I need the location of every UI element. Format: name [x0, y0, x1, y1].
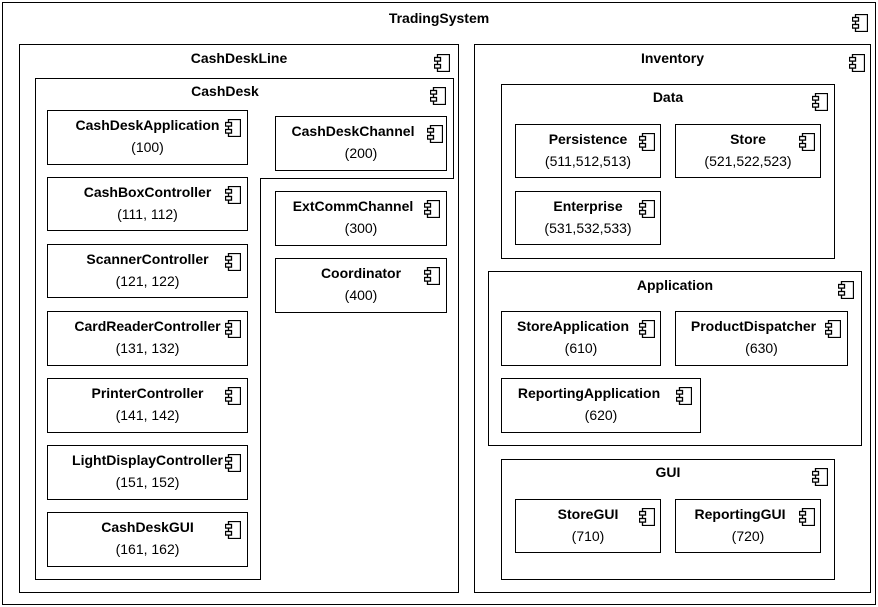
component-id: (100) — [131, 139, 164, 155]
component-icon — [849, 54, 865, 72]
data-title: Data — [652, 89, 684, 105]
component-name: ScannerController — [86, 251, 209, 267]
component-icon — [799, 133, 815, 151]
component-icon — [424, 267, 440, 285]
component-id: (630) — [745, 340, 778, 356]
component-store: Store (521,522,523) — [675, 124, 821, 178]
application-container: Application — [488, 271, 862, 446]
component-name: ReportingApplication — [517, 385, 661, 401]
component-id: (141, 142) — [115, 407, 180, 423]
component-name: Store — [730, 131, 766, 147]
component-name: CashDeskApplication — [75, 117, 220, 133]
component-enterprise: Enterprise (531,532,533) — [515, 191, 661, 245]
component-cardreadercontroller: CardReaderController (131, 132) — [47, 311, 248, 366]
component-id: (200) — [344, 145, 378, 161]
gui-title: GUI — [655, 464, 681, 480]
component-name: Coordinator — [320, 265, 402, 281]
component-printercontroller: PrinterController (141, 142) — [47, 378, 248, 433]
component-id: (131, 132) — [115, 340, 180, 356]
component-cashdeskchannel: CashDeskChannel (200) — [275, 116, 447, 171]
cashdeskline-title: CashDeskLine — [190, 50, 288, 66]
component-id: (511,512,513) — [544, 153, 632, 169]
component-icon — [225, 320, 241, 338]
component-id: (521,522,523) — [704, 153, 792, 169]
component-cashdeskapplication: CashDeskApplication (100) — [47, 110, 248, 165]
component-name: Persistence — [548, 131, 628, 147]
component-id: (111, 112) — [117, 206, 178, 222]
component-extcommchannel: ExtCommChannel (300) — [275, 191, 447, 246]
component-icon — [812, 93, 828, 111]
component-storegui: StoreGUI (710) — [515, 499, 661, 553]
component-name: StoreApplication — [516, 318, 629, 334]
component-icon — [676, 387, 692, 405]
component-id: (300) — [344, 220, 378, 236]
component-icon — [225, 186, 241, 204]
trading-system-title: TradingSystem — [388, 10, 490, 26]
component-name: CashDeskChannel — [291, 123, 415, 139]
component-icon — [799, 508, 815, 526]
component-id: (720) — [731, 528, 765, 544]
component-icon — [639, 320, 655, 338]
component-id: (620) — [584, 407, 618, 423]
inventory-title: Inventory — [640, 50, 704, 66]
component-lightdisplaycontroller: LightDisplayController (151, 152) — [47, 445, 248, 500]
component-icon — [225, 387, 241, 405]
component-id: (400) — [344, 287, 378, 303]
component-icon — [225, 253, 241, 271]
component-icon — [639, 508, 655, 526]
application-title: Application — [636, 277, 714, 293]
component-name: CashDeskGUI — [101, 519, 194, 535]
component-icon — [424, 200, 440, 218]
component-id: (531,532,533) — [544, 220, 632, 236]
component-name: PrinterController — [91, 385, 204, 401]
component-scannercontroller: ScannerController (121, 122) — [47, 244, 248, 298]
component-icon — [639, 133, 655, 151]
cashdeskline-container: CashDeskLine — [19, 44, 459, 593]
component-name: ProductDispatcher — [690, 318, 817, 334]
cashdesk-title: CashDesk — [191, 83, 259, 99]
component-name: CardReaderController — [74, 318, 221, 334]
component-reportingapplication: ReportingApplication (620) — [501, 378, 701, 433]
component-icon — [430, 87, 446, 105]
component-icon — [812, 468, 828, 486]
data-container: Data — [501, 84, 835, 259]
component-name: StoreGUI — [557, 506, 619, 522]
component-name: Enterprise — [553, 198, 623, 214]
component-storeapplication: StoreApplication (610) — [501, 311, 661, 366]
component-icon — [838, 281, 854, 299]
component-id: (151, 152) — [115, 474, 180, 490]
component-id: (121, 122) — [115, 273, 180, 289]
component-name: LightDisplayController — [72, 452, 223, 468]
component-cashdeskgui: CashDeskGUI (161, 162) — [47, 512, 248, 567]
component-persistence: Persistence (511,512,513) — [515, 124, 661, 178]
component-productdispatcher: ProductDispatcher (630) — [675, 311, 848, 366]
component-name: ReportingGUI — [694, 506, 786, 522]
component-id: (610) — [564, 340, 598, 356]
component-icon — [825, 320, 841, 338]
gui-container: GUI — [501, 459, 835, 580]
component-reportinggui: ReportingGUI (720) — [675, 499, 821, 553]
component-id: (710) — [571, 528, 605, 544]
component-name: ExtCommChannel — [292, 198, 414, 214]
component-id: (161, 162) — [115, 541, 180, 557]
component-name: CashBoxController — [83, 184, 212, 200]
component-cashboxcontroller: CashBoxController (111, 112) — [47, 177, 248, 231]
inventory-container: Inventory — [474, 44, 871, 593]
component-icon — [427, 125, 443, 143]
component-icon — [639, 200, 655, 218]
component-icon — [225, 521, 241, 539]
component-icon — [225, 119, 241, 137]
component-coordinator: Coordinator (400) — [275, 258, 447, 313]
component-icon — [225, 454, 241, 472]
